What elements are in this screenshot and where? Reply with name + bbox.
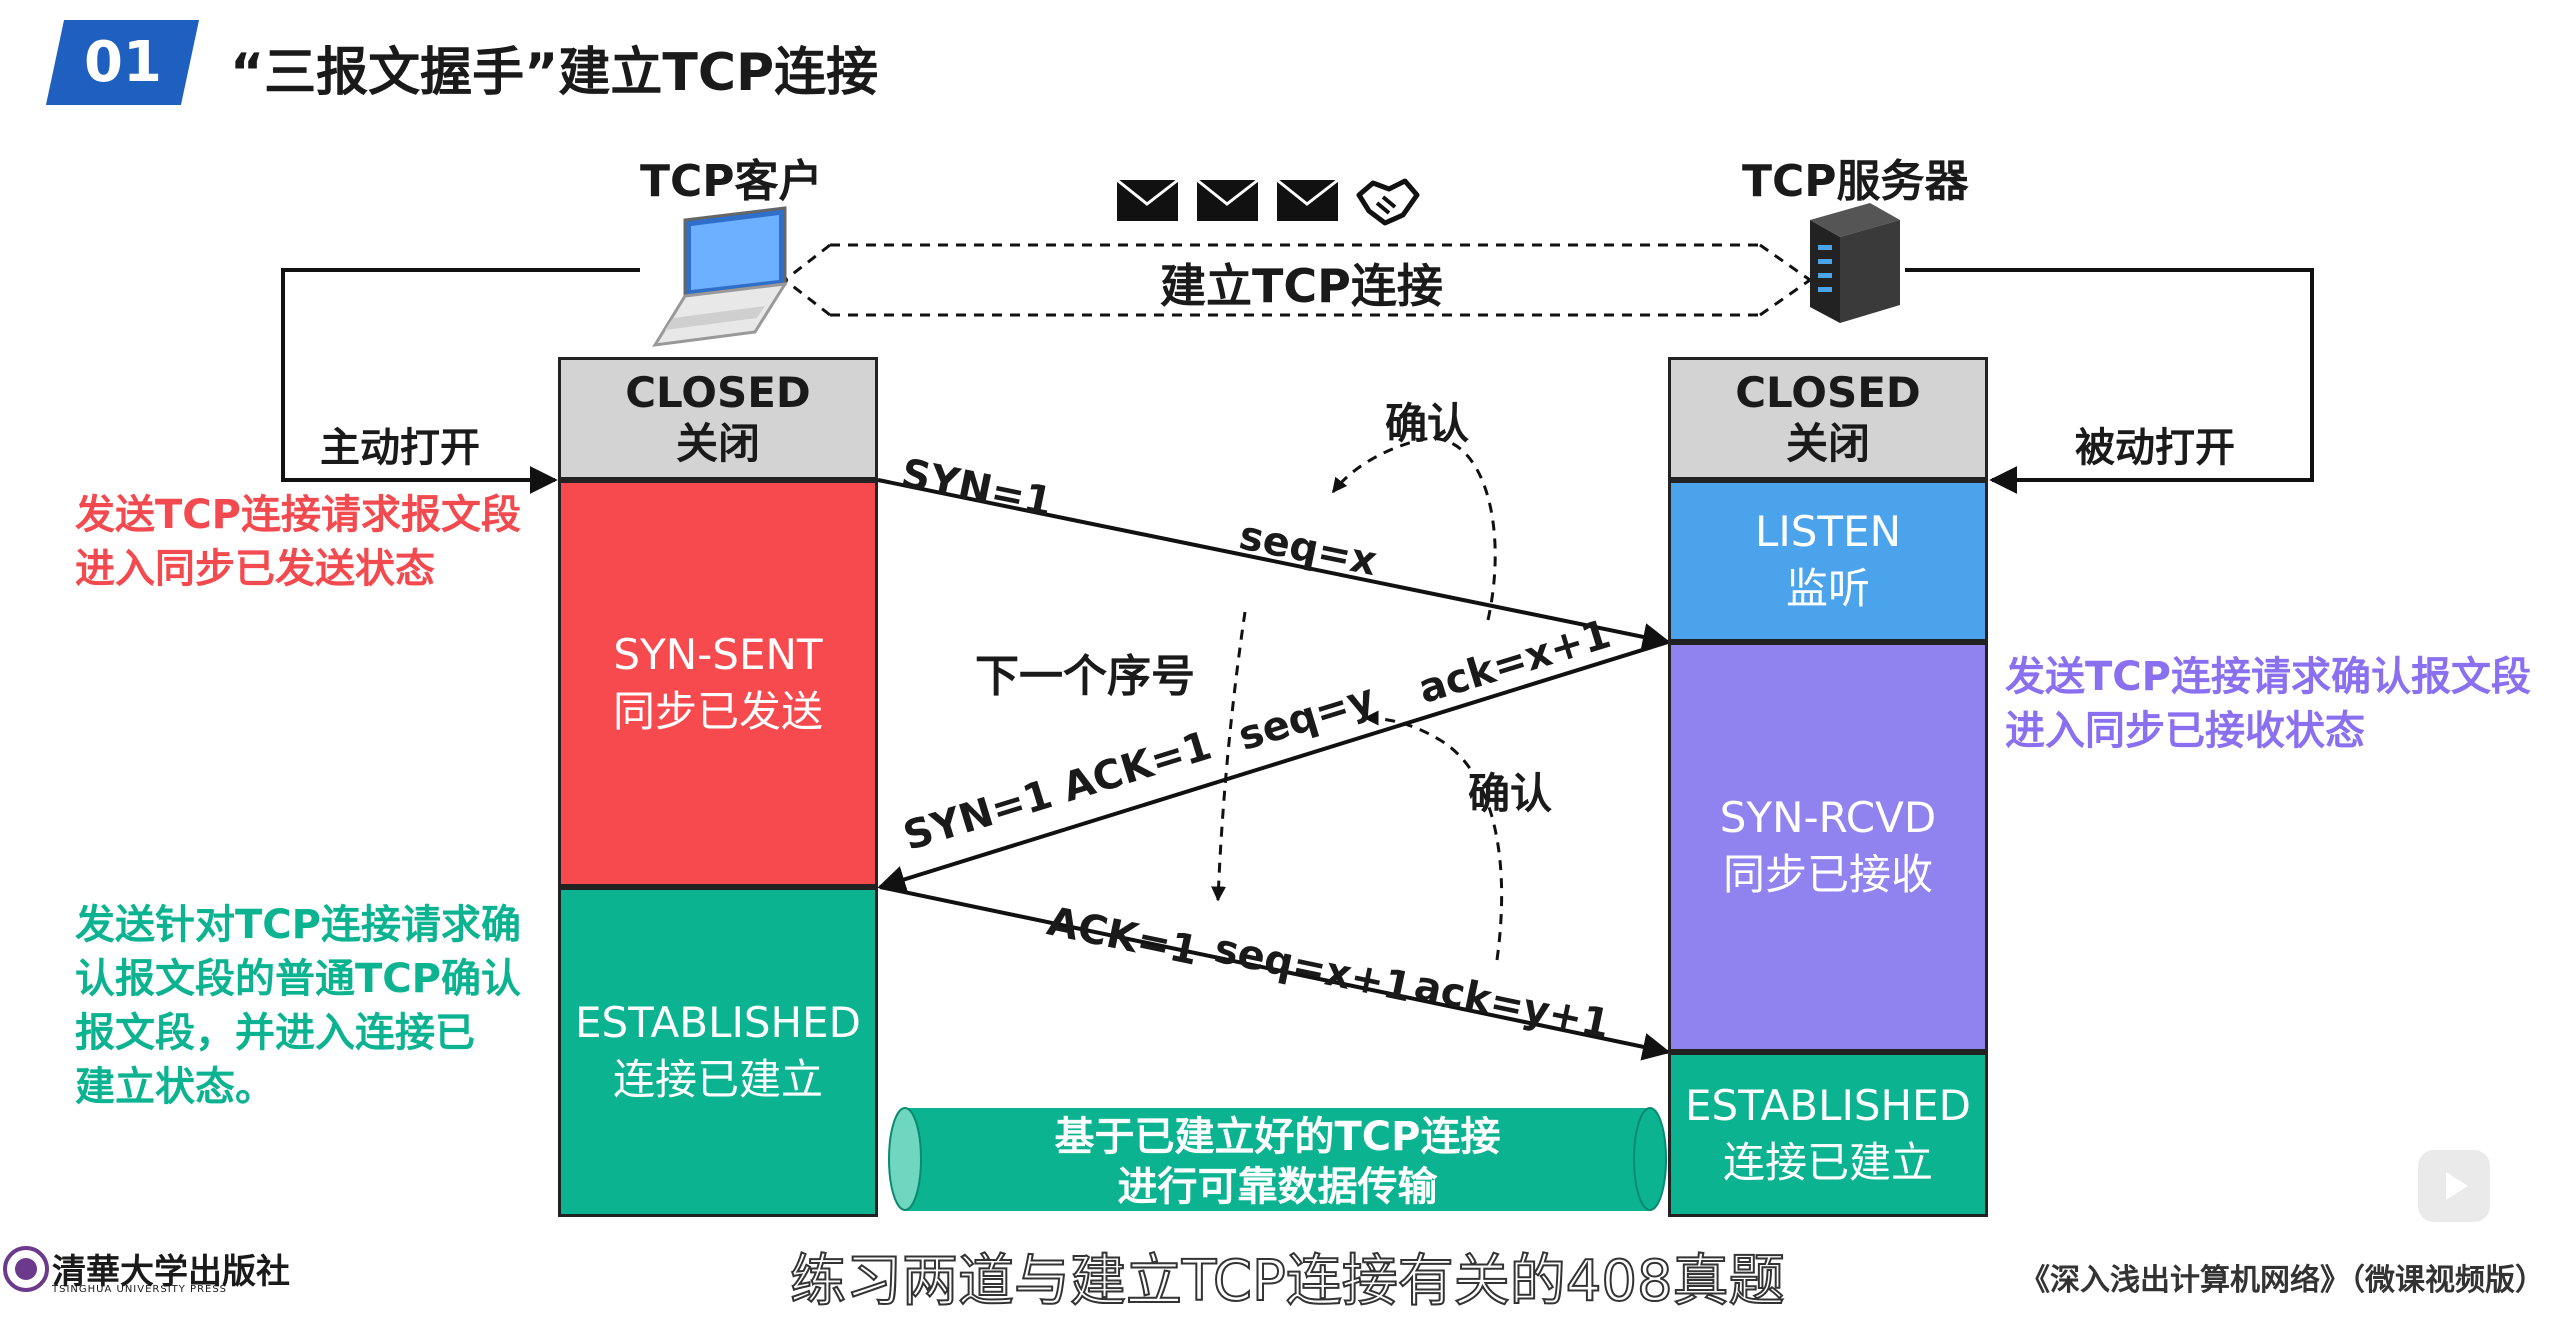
client-state-closed: CLOSED 关闭 [558,357,878,480]
publisher-seal-icon [3,1246,49,1292]
state-zh: 同步已发送 [612,686,823,736]
confirm-curve-1 [1331,436,1497,621]
state-en: CLOSED [1735,368,1921,418]
state-zh: 连接已建立 [612,1055,823,1104]
data-transfer-label: 基于已建立好的TCP连接 进行可靠数据传输 [920,1112,1635,1212]
server-state-established: ESTABLISHED 连接已建立 [1668,1052,1988,1217]
handshake-icon [1356,178,1420,226]
server-state-listen: LISTEN 监听 [1668,480,1988,642]
pipe-line: 进行可靠数据传输 [1117,1164,1438,1210]
next-seq-curve [1211,611,1247,902]
play-icon [2446,1172,2468,1200]
envelope-icon [1276,178,1339,221]
book-title: 《深入浅出计算机网络》（微课视频版） [2020,1263,2545,1298]
confirm-label-1: 确认 [1385,399,1470,448]
state-zh: 关闭 [1785,418,1870,468]
server-send-note: 发送TCP连接请求确认报文段 进入同步已接收状态 [2005,650,2531,758]
state-en: CLOSED [625,368,811,418]
note-line: 发送针对TCP连接请求确 [75,902,521,948]
active-open-line [281,268,640,494]
client-label: TCP客户 [640,156,823,207]
play-button[interactable] [2418,1150,2490,1222]
laptop-icon [652,206,788,347]
syn-arrow [877,478,1671,651]
state-zh: 关闭 [675,418,760,468]
client-ack-note: 发送针对TCP连接请求确 认报文段的普通TCP确认 报文段，并进入连接已 建立状… [75,898,521,1114]
note-line: 发送TCP连接请求确认报文段 [2005,654,2531,700]
client-state-syn-sent: SYN-SENT 同步已发送 [558,480,878,887]
connection-label: 建立TCP连接 [1160,259,1443,313]
note-line: 建立状态。 [75,1064,275,1110]
next-seq-label: 下一个序号 [975,651,1195,702]
publisher-name: 清華大学出版社 [52,1252,290,1292]
active-open-label: 主动打开 [320,425,480,471]
note-line: 进入同步已发送状态 [75,546,435,592]
state-zh: 连接已建立 [1722,1137,1933,1187]
confirm-curve-2 [1363,710,1504,961]
note-line: 认报文段的普通TCP确认 [75,956,521,1002]
video-subtitle: 练习两道与建立TCP连接有关的408真题 [789,1248,1786,1315]
note-line: 报文段，并进入连接已 [75,1010,475,1056]
server-icon [1810,203,1900,323]
client-state-established: ESTABLISHED 连接已建立 [558,887,878,1217]
envelope-icon [1116,178,1179,221]
ack-arrow [879,885,1671,1061]
state-en: LISTEN [1754,507,1902,557]
confirm-label-2: 确认 [1468,769,1553,818]
server-state-syn-rcvd: SYN-RCVD 同步已接收 [1668,642,1988,1052]
passive-open-label: 被动打开 [2075,425,2235,471]
connection-dashed-arrow [784,243,1811,317]
client-send-note: 发送TCP连接请求报文段 进入同步已发送状态 [75,488,521,596]
state-en: ESTABLISHED [1684,1080,1972,1130]
publisher-name-en: TSINGHUA UNIVERSITY PRESS [52,1284,228,1295]
note-line: 发送TCP连接请求报文段 [75,492,521,538]
state-en: SYN-RCVD [1719,793,1937,843]
server-label: TCP服务器 [1742,156,1969,207]
passive-open-line [1905,268,2314,494]
envelope-icon [1196,178,1259,221]
state-zh: 监听 [1785,564,1870,613]
state-en: ESTABLISHED [574,998,862,1048]
page-title: “三报文握手”建立TCP连接 [230,43,879,103]
syn-ack-arrow [877,640,1669,893]
state-en: SYN-SENT [613,629,823,679]
server-state-closed: CLOSED 关闭 [1668,357,1988,480]
state-zh: 同步已接收 [1722,850,1933,899]
note-line: 进入同步已接收状态 [2005,708,2365,754]
data-pipe [888,1107,1667,1211]
pipe-line: 基于已建立好的TCP连接 [1054,1114,1501,1160]
